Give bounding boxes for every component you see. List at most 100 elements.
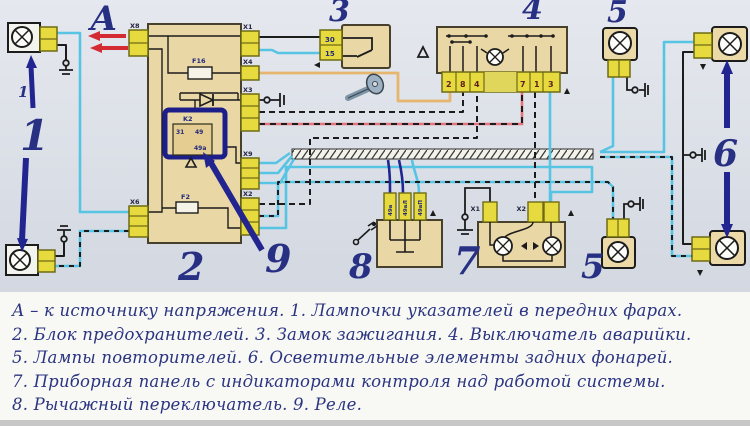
black-wires [55,36,694,257]
connector-x1-label: X1 [243,23,253,31]
pointer-mark [700,64,706,70]
arrow-item1-up [26,55,37,109]
instrument-panel: X1 X2 [470,201,574,268]
navy-wires [386,159,405,194]
connector-x3-label: X3 [243,86,253,94]
red-striped-wire [259,92,524,126]
connector-x3: X3 [240,86,260,132]
hazard-pin-8: 8 [460,80,466,89]
lever-pin-49a: 49а [388,204,394,216]
panel-x1-label: X1 [470,205,480,213]
ground-repeater-top [626,77,649,97]
legend-line-5: 8. Рычажный переключатель. 9. Реле. [12,395,363,414]
connector-x4-label: X4 [243,58,253,66]
ground-repeater-bottom [623,197,644,219]
repeater-lamp-bottom [601,218,636,269]
arrow-item9 [203,152,265,252]
image-edge-strip [0,420,750,426]
power-source-arrows [88,31,128,53]
label-1-small: 1 [18,83,28,101]
hazard-switch: 2 8 4 7 1 3 [416,26,570,94]
item-number-labels: А 1 1 2 3 4 5 5 6 7 8 9 [18,0,738,289]
wiring-harness-band [291,148,594,160]
repeater-lamp-top [602,27,638,78]
rear-lamp-top [693,26,748,70]
lever-switch: 49а 49аЛ 49аП [352,192,443,268]
connector-x2-label: X2 [243,190,253,198]
panel-x2-label: X2 [516,205,526,213]
pointer-mark [697,270,703,276]
lever-stalk-icon [352,221,378,246]
ground-panel-x1 [457,187,491,235]
connector-x4: X4 [240,58,260,81]
fuse-f16-label: F16 [192,57,206,65]
pointer-arrows [17,55,733,252]
label-1: 1 [20,111,49,160]
legend-line-2: 2. Блок предохранителей. 3. Замок зажига… [12,324,692,344]
ignition-pin-30: 30 [325,36,335,44]
legend-line-4: 7. Приборная панель с индикаторами контр… [12,371,666,391]
ground-front-left-lamp [59,59,73,75]
cyan-wires [57,31,694,230]
black-dashed-wires [259,92,536,205]
hazard-pin-3: 3 [548,80,554,89]
ignition-key-icon [345,73,385,101]
fuse-block: F16 F2 K2 31 49 49а [147,23,242,244]
legend: А – к источнику напряжения. 1. Лампочки … [0,292,750,420]
ground-rear-left-lamp [57,225,71,243]
connector-x9: X9 [240,150,260,190]
relay-k2-name: K2 [183,115,193,123]
label-8: 8 [348,247,373,287]
label-7: 7 [454,238,480,283]
wiring-diagram-svg: F16 F2 K2 31 49 49а X [5,0,748,289]
arrow-right-icon [533,242,539,250]
connector-x1: X1 [240,23,260,57]
fuse-f2: F2 [175,193,199,214]
legend-line-1: А – к источнику напряжения. 1. Лампочки … [12,301,683,320]
arrow-item1-down [17,157,29,252]
hazard-pin-7: 7 [520,80,526,89]
fuse-f16: F16 [187,57,213,80]
pointer-mark [568,210,574,216]
label-5-top: 5 [607,0,628,30]
ignition-pin-15: 15 [325,50,335,58]
arrow-item6-down [721,172,733,238]
wiring-diagram: F16 F2 K2 31 49 49а X [0,0,750,292]
relay-k2: K2 31 49 49а [162,107,228,160]
pointer-mark [314,62,320,68]
cyan-striped-wires [55,155,692,268]
hazard-pin-4: 4 [474,80,480,89]
label-2: 2 [177,244,204,289]
relay-pin-49: 49 [195,129,203,136]
label-source-a: А [87,0,118,39]
ignition-switch: 30 15 [314,24,391,69]
label-4: 4 [522,0,543,27]
connector-x8-label: X8 [130,22,140,30]
ground-symbols [57,59,706,243]
relay-pin-31: 31 [176,129,184,136]
ground-switch-x3 [259,93,285,107]
label-6: 6 [713,133,738,175]
connector-x8: X8 [128,22,149,57]
arrow-item6-up [721,60,733,128]
connector-x6-label: X6 [130,198,140,206]
label-3: 3 [329,0,350,29]
hazard-pin-2: 2 [446,80,452,89]
orange-wire [259,71,452,103]
hazard-pin-1: 1 [534,80,540,89]
fuse-f2-label: F2 [181,193,190,201]
label-9: 9 [265,236,291,281]
label-5-bottom: 5 [581,247,605,287]
arrow-left-icon [521,242,527,250]
ground-rear-right [683,148,706,162]
lever-pin-49aL: 49аЛ [403,200,409,216]
rear-lamp-bottom [691,230,746,276]
warning-triangle-icon [184,156,198,168]
legend-line-3: 5. Лампы повторителей. 6. Осветительные … [12,348,673,367]
pointer-mark [430,210,436,216]
connector-x9-label: X9 [243,150,253,158]
connector-x6: X6 [128,198,149,238]
front-lamp-left-top [7,22,58,53]
lever-pin-49aP: 49аП [418,200,424,216]
